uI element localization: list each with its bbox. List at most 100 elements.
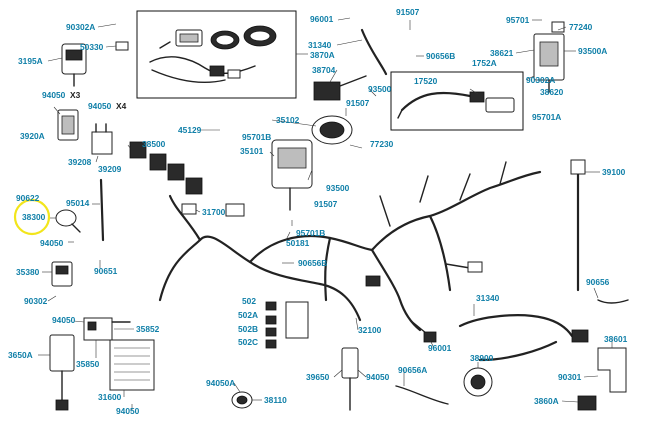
label-90622: 90622 [16,193,40,203]
label-35850: 35850 [76,359,100,369]
part-3920A-shape [57,109,79,141]
label-39209: 39209 [98,164,122,174]
label-90302A-right: 90302A [526,75,555,85]
label-31340-low: 31340 [476,293,500,303]
label-90651: 90651 [94,266,118,276]
part-38900-shape [463,340,558,397]
part-3860A-shape [577,395,597,411]
label-502C: 502C [238,337,258,347]
label-96001-low: 96001 [428,343,452,353]
label-95701A: 95701A [532,112,561,122]
label-38110: 38110 [264,395,287,405]
label-94050-b: 94050 [52,315,76,325]
label-3650A: 3650A [8,350,33,360]
label-96001-top: 96001 [310,14,334,24]
label-38704: 38704 [312,65,336,75]
label-95701B-low: 95701B [296,228,325,238]
part-labels: 90302A 3195A 50330 3870A 96001 91507 957… [8,7,628,416]
label-93500-mid: 93500 [326,183,350,193]
label-90656: 90656 [586,277,610,287]
label-31600: 31600 [98,392,122,402]
label-90656B-top: 90656B [426,51,455,61]
kit-frame-1752A [390,71,524,131]
label-31340-top: 31340 [308,40,332,50]
label-95014: 95014 [66,198,90,208]
label-17520: 17520 [414,76,438,86]
label-32100: 32100 [358,325,382,335]
label-502A: 502A [238,310,258,320]
label-94050-c: 94050 [366,372,390,382]
highlight-circle-38300 [13,198,51,236]
label-90656B-low: 90656B [298,258,327,268]
label-90301: 90301 [558,372,582,382]
label-93500A: 93500A [578,46,607,56]
label-38601: 38601 [604,334,628,344]
part-50330-shape [115,41,129,51]
label-502: 502 [242,296,256,306]
part-39650-shape [341,347,359,411]
label-90302: 90302 [24,296,48,306]
part-38300-shape [55,209,81,233]
part-38110-shape [231,391,253,409]
label-94050-x4: 94050 [88,101,112,111]
label-77230: 77230 [370,139,394,149]
kit-frame-3870A [136,10,297,99]
label-31700: 31700 [202,207,226,217]
part-31700-shape [181,203,245,217]
label-39100: 39100 [602,167,626,177]
label-502B: 502B [238,324,258,334]
kit-1752A-parts [397,91,515,119]
label-x3: X3 [70,90,81,100]
label-3860A: 3860A [534,396,559,406]
label-38620: 38620 [540,87,564,97]
label-94050-d: 94050 [116,406,140,416]
label-91507-low: 91507 [314,199,338,209]
label-90302A-top: 90302A [66,22,95,32]
main-harness-32100 [158,161,542,343]
part-31600-shape [109,339,155,391]
part-39100-shape [570,159,586,292]
part-95014-shape [99,178,105,242]
part-3650A-shape [49,334,75,411]
label-50181: 50181 [286,238,310,248]
part-3195A-shape [61,43,87,87]
label-3870A: 3870A [310,50,335,60]
part-77240-shape [551,21,565,33]
label-39650: 39650 [306,372,330,382]
part-35101-shape [271,139,313,211]
label-35380: 35380 [16,267,40,277]
part-35102-shape [311,115,353,145]
label-38300: 38300 [22,212,46,222]
label-3195A: 3195A [18,56,43,66]
part-90656-shape [597,299,629,304]
part-39208-shape [91,123,113,155]
label-94050-x3: 94050 [42,90,66,100]
part-31340-top-shape [360,28,388,76]
label-50330: 50330 [80,42,104,52]
label-38500: 38500 [142,139,166,149]
label-90656A: 90656A [398,365,427,375]
part-38500-shape [129,141,203,195]
label-95701-top: 95701 [506,15,530,25]
label-35852: 35852 [136,324,160,334]
label-1752A: 1752A [472,58,497,68]
label-38621: 38621 [490,48,514,58]
label-94050-low: 94050 [40,238,64,248]
label-38900: 38900 [470,353,494,363]
label-39208: 39208 [68,157,92,167]
part-35380-shape [51,261,73,287]
part-31340-low-shape [458,314,589,343]
label-94050A: 94050A [206,378,235,388]
label-91507-top: 91507 [396,7,420,17]
label-45129: 45129 [178,125,202,135]
label-35101: 35101 [240,146,264,156]
label-3920A: 3920A [20,131,45,141]
label-35102: 35102 [276,115,300,125]
label-x4: X4 [116,101,127,111]
part-502-shape [265,301,309,349]
part-38601-shape [597,347,627,393]
label-77240: 77240 [569,22,593,32]
kit-3870A-parts [149,25,277,84]
label-91507-mid: 91507 [346,98,370,108]
